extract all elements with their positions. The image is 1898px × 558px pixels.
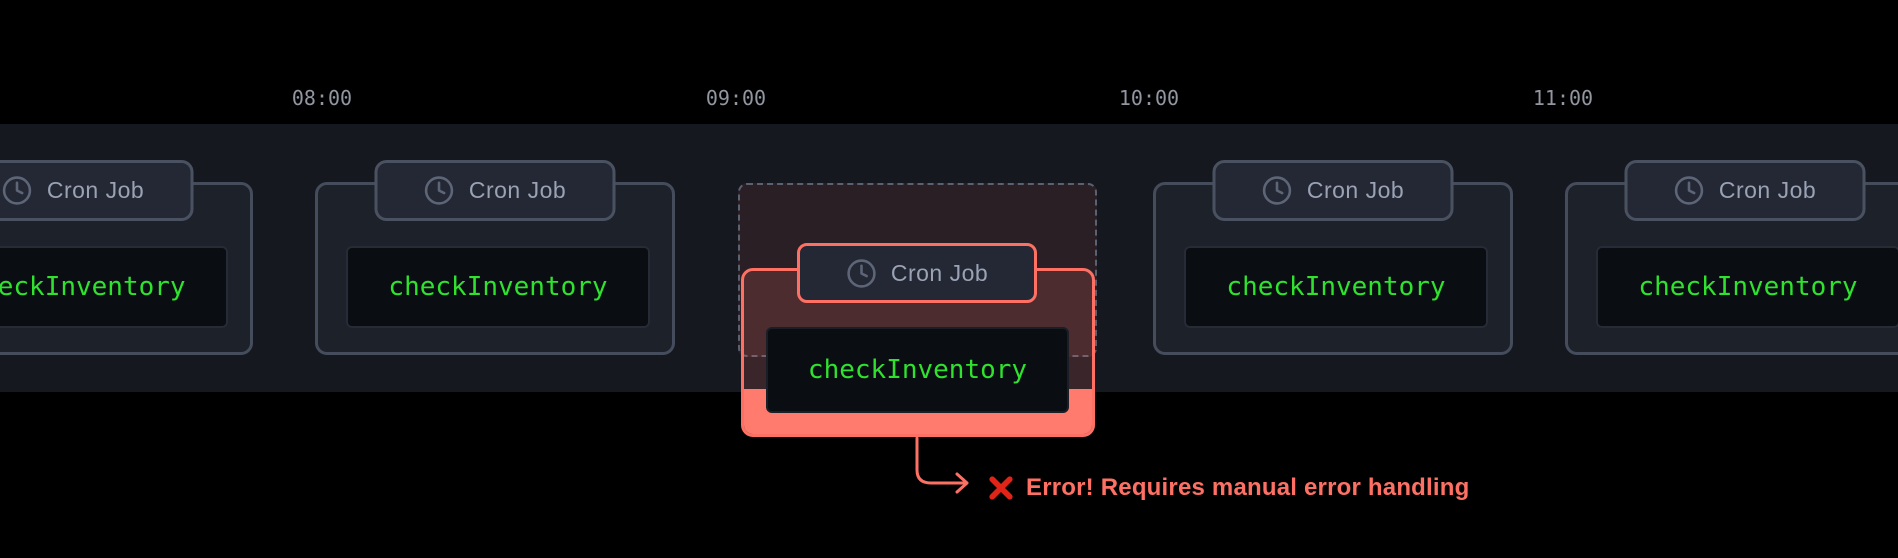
function-name: checkInventory <box>807 355 1028 385</box>
cron-job-tab: Cron Job <box>374 160 616 221</box>
function-name-box: checkInventory <box>1596 246 1898 328</box>
clock-icon <box>3 176 32 205</box>
cron-job-tab: Cron Job <box>0 160 194 221</box>
function-name: checkInventory <box>1226 272 1446 302</box>
cron-job-tab: Cron Job <box>1212 160 1454 221</box>
cron-job-card: Cron Job checkInventory <box>0 160 253 355</box>
x-mark-icon <box>989 476 1013 500</box>
cron-job-tab-label: Cron Job <box>890 259 989 286</box>
time-label-0900: 09:00 <box>705 86 767 110</box>
time-label-0800: 08:00 <box>291 86 353 110</box>
function-name: checkInventory <box>0 272 186 302</box>
clock-icon <box>847 258 876 288</box>
time-label-1000: 10:00 <box>1118 86 1180 110</box>
cron-job-card: Cron Job checkInventory <box>1565 160 1898 355</box>
elbow-arrow <box>915 436 969 494</box>
function-name-box: checkInventory <box>1184 246 1488 328</box>
cron-job-tab-label: Cron Job <box>46 177 145 203</box>
function-name: checkInventory <box>388 272 608 302</box>
function-name-box: checkInventory <box>0 246 228 328</box>
function-name-box: checkInventory <box>346 246 650 328</box>
cron-job-card: Cron Job checkInventory <box>1153 160 1513 355</box>
clock-icon <box>1263 176 1292 205</box>
function-name: checkInventory <box>1638 272 1858 302</box>
cron-job-tab-label: Cron Job <box>468 177 567 203</box>
cron-job-tab: Cron Job <box>1624 160 1866 221</box>
cron-job-tab-error: Cron Job <box>797 243 1037 303</box>
time-label-1100: 11:00 <box>1532 86 1594 110</box>
cron-job-tab-label: Cron Job <box>1306 177 1405 203</box>
function-name-box: checkInventory <box>766 327 1069 413</box>
cron-job-card: Cron Job checkInventory <box>315 160 675 355</box>
clock-icon <box>425 176 454 205</box>
cron-job-tab-label: Cron Job <box>1718 177 1817 203</box>
clock-icon <box>1675 176 1704 205</box>
error-annotation-text: Error! Requires manual error handling <box>1026 474 1470 501</box>
error-annotation: Error! Requires manual error handling <box>986 473 1470 503</box>
